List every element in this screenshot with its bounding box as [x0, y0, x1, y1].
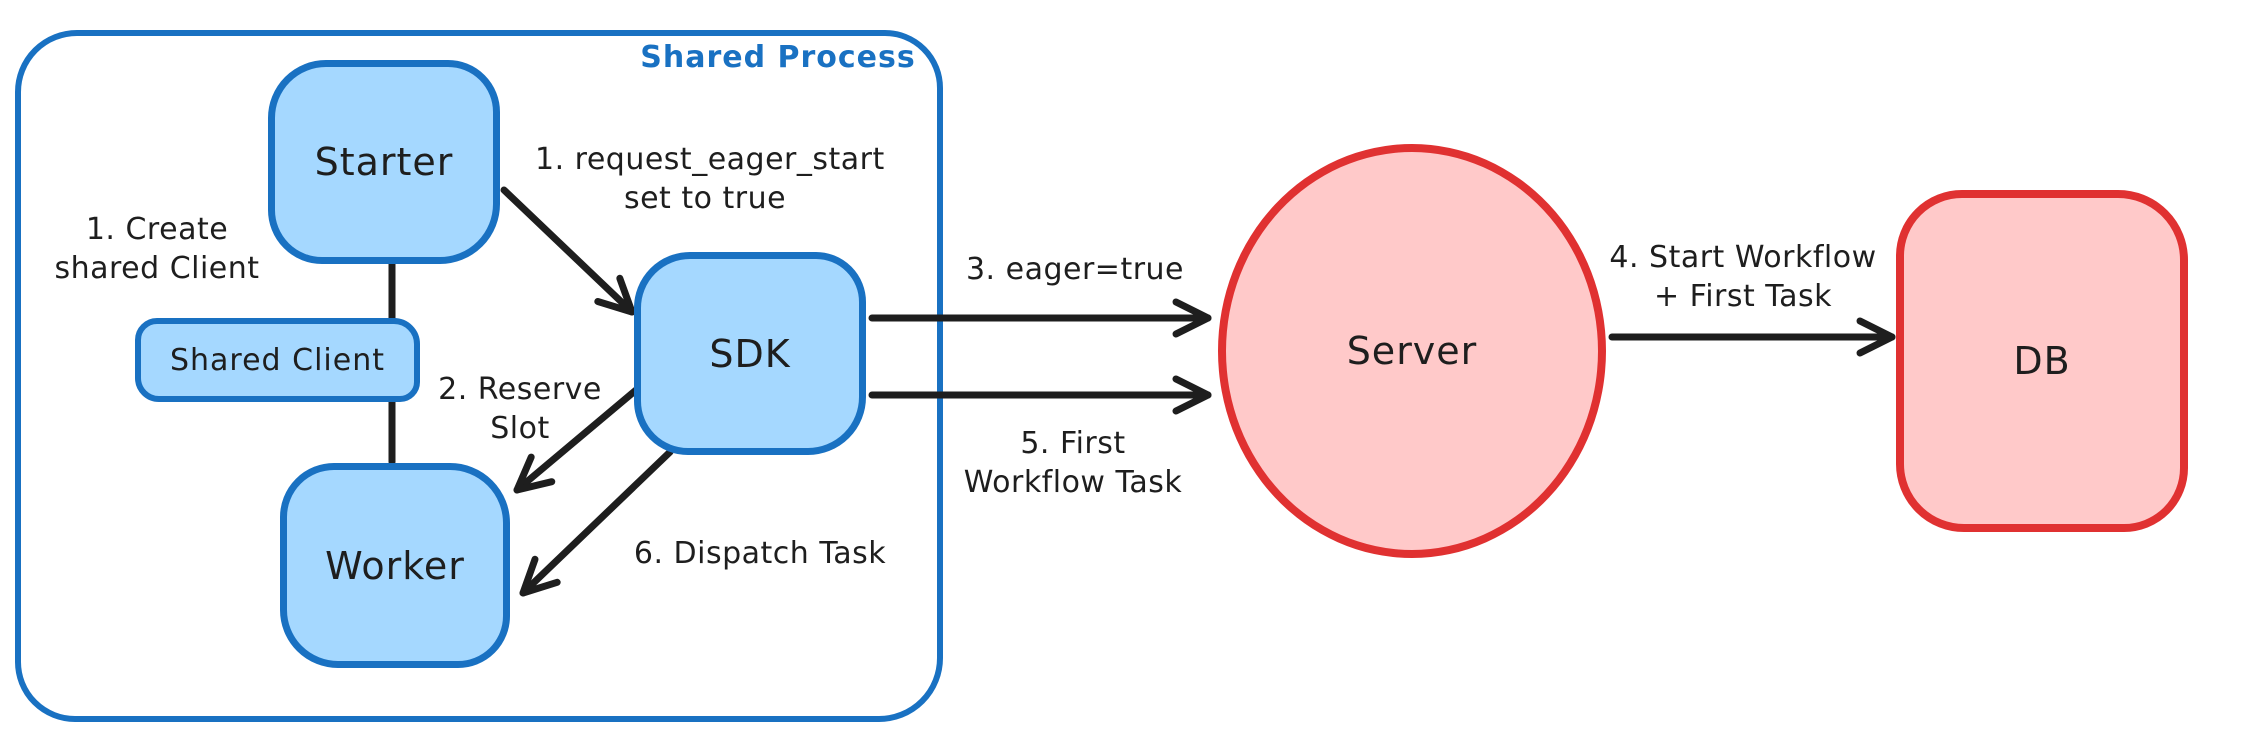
node-sdk-label: SDK: [709, 331, 791, 376]
annotation-create-shared-client-line2: shared Client: [54, 251, 260, 286]
annotation-request-eager-start-line1: 1. request_eager_start: [535, 142, 885, 177]
annotation-request-eager-start-line2: set to true: [623, 181, 787, 216]
annotation-create-shared-client: 1. Create shared Client: [20, 210, 294, 288]
shared-process-label: Shared Process: [640, 40, 916, 75]
annotation-eager-true-line1: 3. eager=true: [965, 252, 1185, 287]
node-shared-client: Shared Client: [135, 318, 420, 402]
annotation-start-workflow: 4. Start Workflow + First Task: [1588, 238, 1898, 316]
annotation-reserve-slot: 2. Reserve Slot: [420, 370, 620, 448]
arrowhead-start-workflow: [1856, 317, 1896, 357]
node-worker-label: Worker: [325, 543, 465, 588]
node-shared-client-label: Shared Client: [169, 342, 385, 378]
annotation-start-workflow-line1: 4. Start Workflow: [1609, 240, 1877, 275]
annotation-dispatch-task-line1: 6. Dispatch Task: [633, 536, 887, 571]
node-worker: Worker: [280, 463, 510, 668]
annotation-reserve-slot-line1: 2. Reserve: [438, 372, 602, 407]
node-db: DB: [1896, 190, 2188, 532]
annotation-create-shared-client-line1: 1. Create: [85, 212, 229, 247]
annotation-first-workflow-task: 5. First Workflow Task: [898, 424, 1248, 502]
node-db-label: DB: [2013, 339, 2071, 383]
annotation-first-workflow-task-line2: Workflow Task: [963, 465, 1183, 500]
annotation-eager-true: 3. eager=true: [925, 250, 1225, 289]
node-starter: Starter: [268, 60, 500, 264]
arrowhead-eager-true: [1172, 298, 1212, 338]
node-server-label: Server: [1346, 329, 1478, 373]
annotation-reserve-slot-line2: Slot: [490, 411, 550, 446]
shared-process-frame: [15, 30, 943, 722]
annotation-dispatch-task: 6. Dispatch Task: [610, 534, 910, 573]
node-server: Server: [1218, 144, 1606, 558]
annotation-request-eager-start: 1. request_eager_start set to true: [535, 140, 885, 218]
annotation-start-workflow-line2: + First Task: [1653, 279, 1833, 314]
annotation-first-workflow-task-line1: 5. First: [1020, 426, 1126, 461]
node-sdk: SDK: [634, 252, 866, 455]
arrowhead-first-workflow-task: [1172, 375, 1212, 415]
node-starter-label: Starter: [314, 140, 454, 184]
